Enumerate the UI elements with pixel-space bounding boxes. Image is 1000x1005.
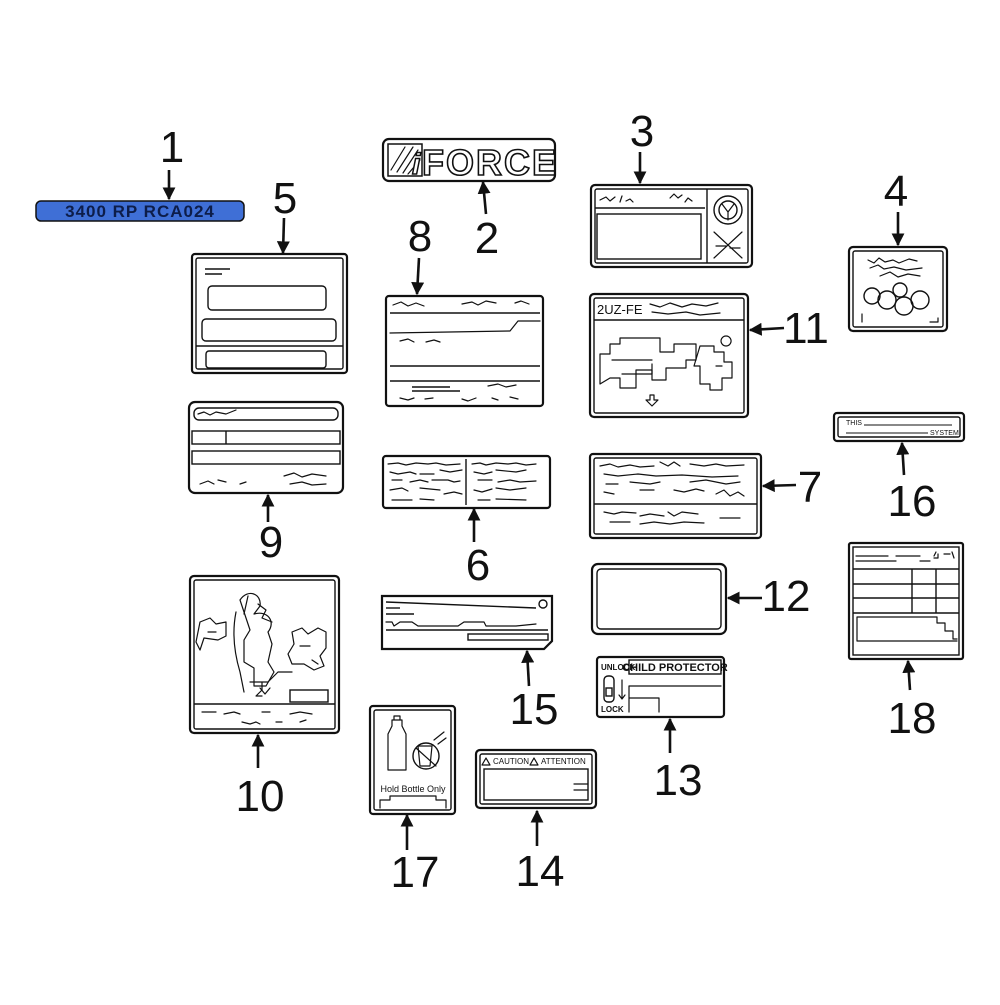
label-13-title: CHILD PROTECTOR	[622, 662, 728, 674]
callout-10: 10	[236, 772, 285, 821]
callout-12: 12	[762, 572, 811, 621]
part-5-label	[190, 252, 349, 375]
callout-7: 7	[798, 463, 822, 512]
callout-13: 13	[654, 756, 703, 805]
part-2-emblem: i FORCE	[381, 137, 558, 184]
label-14-caution: CAUTION	[493, 757, 529, 766]
part-13-label: UNLOCK CHILD PROTECTOR LOCK	[595, 655, 728, 719]
callout-9: 9	[259, 518, 283, 567]
part-10-label	[188, 574, 341, 735]
leader-arrows	[162, 152, 916, 850]
callout-5: 5	[273, 174, 297, 223]
callout-15: 15	[510, 685, 559, 734]
part-15-label	[380, 594, 554, 651]
part-7-label	[588, 452, 763, 540]
callout-16: 16	[888, 477, 937, 526]
callout-3: 3	[630, 107, 654, 156]
part-3-label	[589, 183, 754, 269]
part-16-label: THIS SYSTEM	[832, 411, 966, 443]
badge-text: 3400 RP RCA024	[65, 202, 215, 221]
part-1-badge: 3400 RP RCA024	[35, 200, 245, 222]
callout-14: 14	[516, 847, 565, 896]
part-17-label: Hold Bottle Only	[368, 704, 457, 816]
label-16-this: THIS	[846, 420, 862, 427]
badge-plate	[35, 200, 245, 222]
part-4-label	[847, 245, 949, 333]
callout-6: 6	[466, 541, 490, 590]
part-12-label	[590, 562, 728, 636]
part-8-label	[384, 294, 545, 408]
callout-2: 2	[475, 214, 499, 263]
callout-numbers: 1 2 3 4 5 6 7 8 9 10 11 12 13 14 15 16 1…	[160, 107, 937, 897]
label-17-caption: Hold Bottle Only	[380, 784, 446, 794]
part-11-label: 2UZ-FE	[588, 292, 750, 419]
part-6-label	[381, 454, 552, 510]
part-18-label	[847, 541, 965, 661]
label-16-system: SYSTEM	[930, 430, 959, 437]
callout-1: 1	[160, 123, 184, 172]
part-14-label: CAUTION ATTENTION	[474, 748, 598, 810]
callout-17: 17	[391, 848, 440, 897]
emblem-text: FORCE	[422, 142, 558, 183]
callout-18: 18	[888, 694, 937, 743]
callout-11: 11	[783, 304, 829, 353]
label-13-lock: LOCK	[601, 705, 624, 714]
callout-8: 8	[408, 212, 432, 261]
emblem-plate	[381, 137, 557, 183]
label-14-attention: ATTENTION	[541, 757, 586, 766]
engine-code: 2UZ-FE	[597, 302, 643, 317]
callout-4: 4	[884, 167, 908, 216]
emblem-i: i	[412, 148, 421, 181]
label-13-unlock: UNLOCK	[601, 663, 635, 672]
part-9-label	[187, 400, 345, 495]
